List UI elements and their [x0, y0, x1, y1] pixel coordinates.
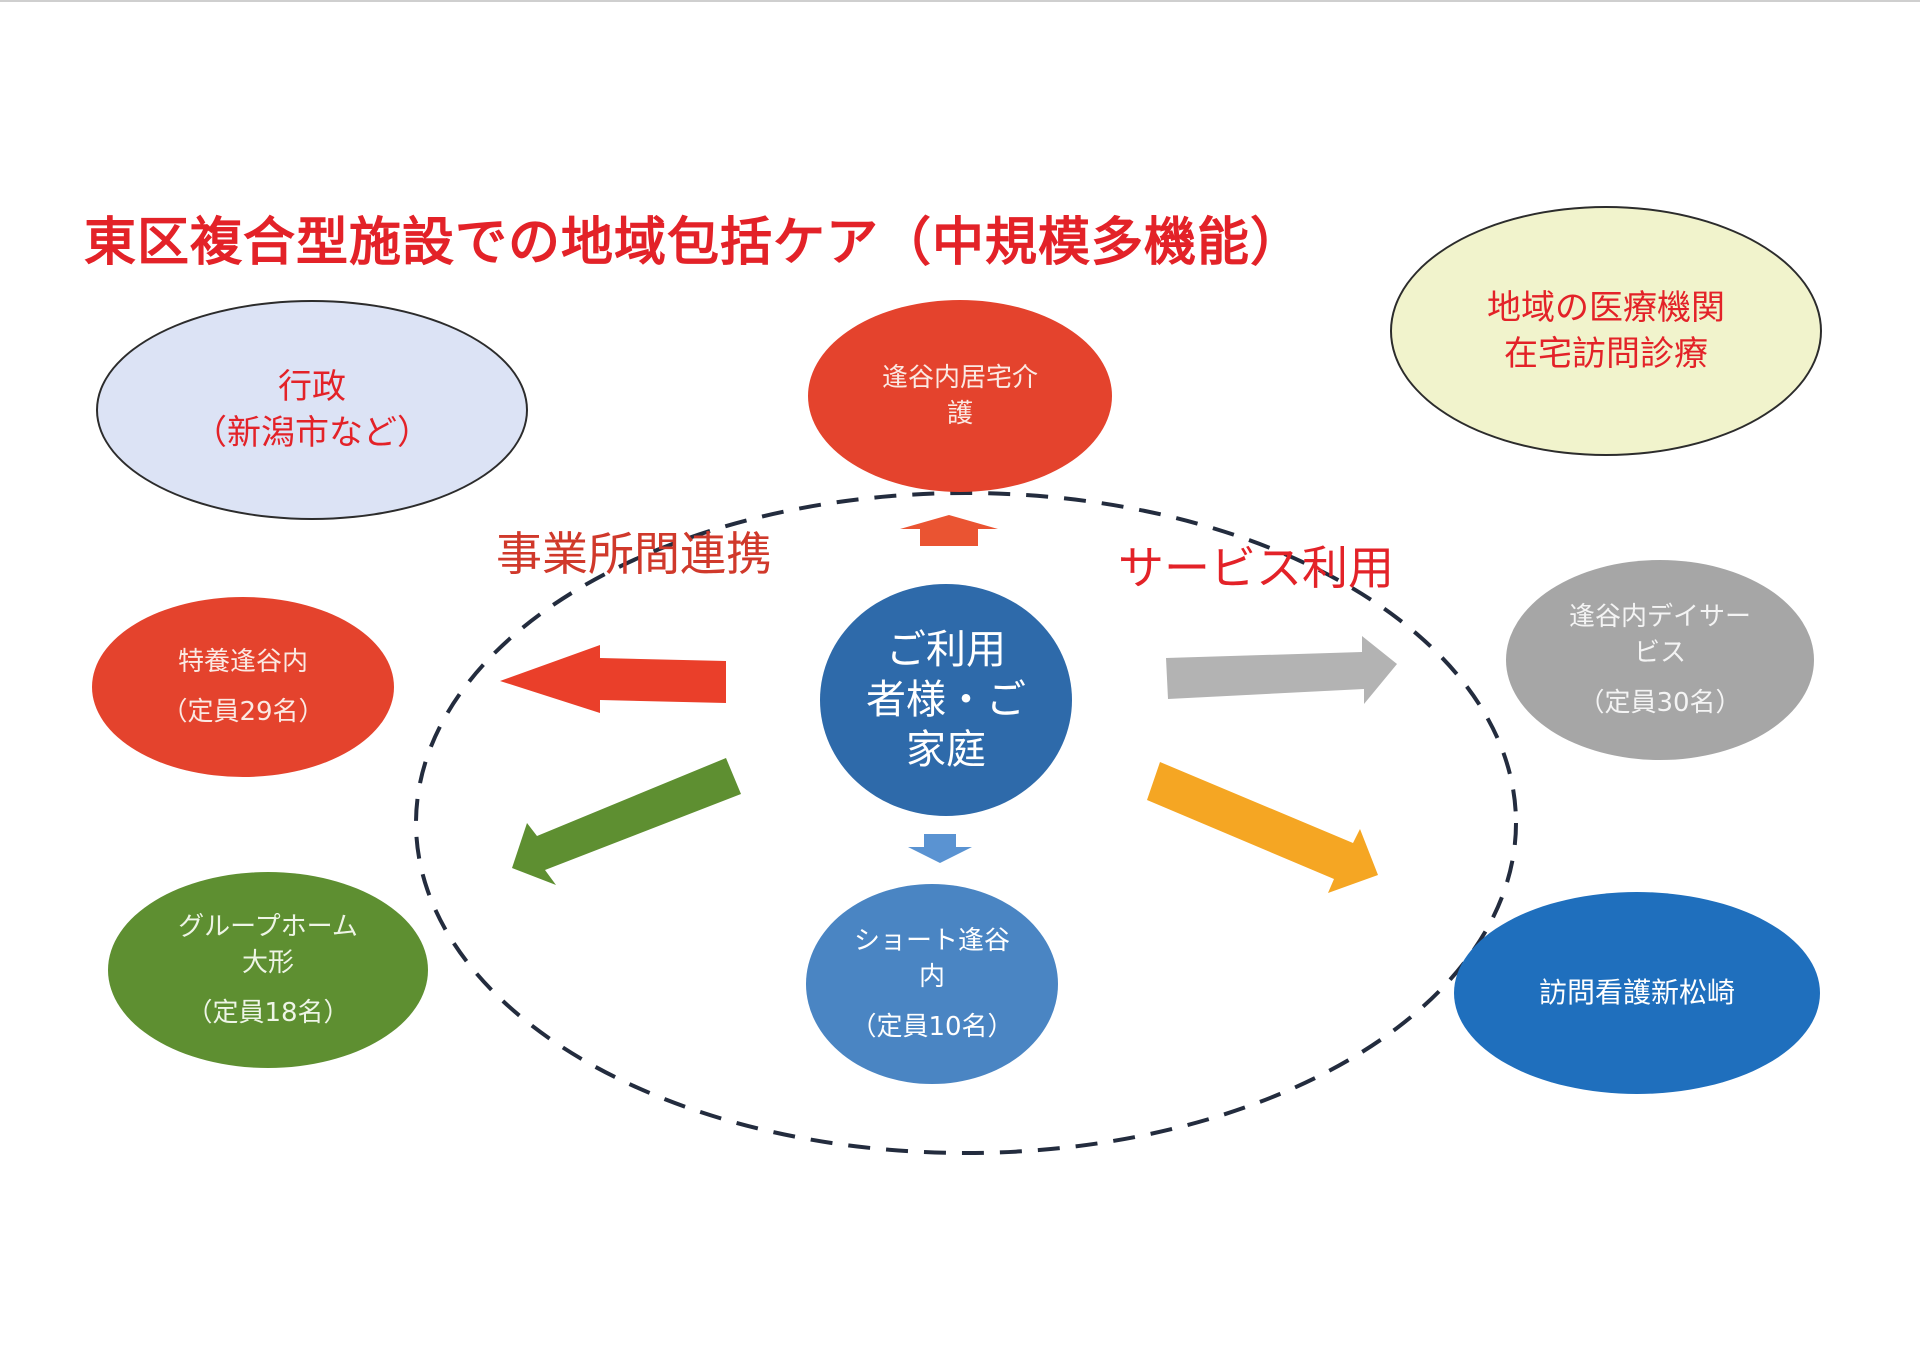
node-user-line-2: 者様・ご: [866, 677, 1026, 723]
node-home-care: 逢谷内居宅介 護: [808, 300, 1112, 492]
node-short-stay-line-2: 内: [918, 962, 945, 992]
node-special-nursing-home: 特養逢谷内 （定員29名）: [92, 597, 394, 777]
arrow-to-kyotaku: [900, 515, 998, 546]
node-day-service-line-2: ビス: [1633, 638, 1686, 668]
node-group-home-capacity: （定員18名）: [186, 998, 350, 1028]
arrow-to-day: [1166, 636, 1397, 704]
node-group-home-line-2: 大形: [241, 948, 294, 978]
node-day-service-capacity: （定員30名）: [1578, 688, 1742, 718]
node-medical-institutions: 地域の医療機関 在宅訪問診療: [1390, 206, 1822, 456]
node-visiting-nurse-line-1: 訪問看護新松崎: [1538, 976, 1735, 1009]
node-group-home-line-1: グループホーム: [178, 912, 358, 942]
node-home-care-line-1: 逢谷内居宅介: [881, 363, 1038, 393]
node-user-family: ご利用 者様・ご 家庭: [820, 584, 1072, 816]
arrow-to-grouphome: [512, 758, 741, 885]
node-special-nursing-line-1: 特養逢谷内: [177, 647, 308, 677]
node-short-stay-capacity: （定員10名）: [850, 1012, 1014, 1042]
node-visiting-nurse: 訪問看護新松崎: [1454, 892, 1820, 1094]
node-group-home: グループホーム 大形 （定員18名）: [108, 872, 428, 1068]
node-user-line-3: 家庭: [906, 727, 986, 773]
arrow-to-short: [908, 834, 972, 863]
label-inter-office-cooperation: 事業所間連携: [496, 527, 772, 581]
label-service-use: サービス利用: [1118, 541, 1394, 595]
node-home-care-line-2: 護: [946, 399, 973, 429]
node-short-stay: ショート逢谷 内 （定員10名）: [806, 884, 1058, 1084]
page-top-border: [0, 0, 1920, 2]
arrow-to-tokuyo: [500, 645, 726, 713]
arrow-to-houkan: [1147, 762, 1378, 893]
node-day-service-line-1: 逢谷内デイサー: [1568, 602, 1751, 632]
node-medical-line-2: 在宅訪問診療: [1504, 334, 1708, 374]
node-medical-line-1: 地域の医療機関: [1487, 288, 1725, 328]
node-user-line-1: ご利用: [886, 627, 1006, 673]
page-title: 東区複合型施設での地域包括ケア（中規模多機能）: [84, 213, 1304, 273]
node-special-nursing-capacity: （定員29名）: [161, 697, 325, 727]
node-gyosei: 行政 （新潟市など）: [96, 300, 528, 520]
service-area-boundary: [414, 491, 1518, 1155]
node-short-stay-line-1: ショート逢谷: [853, 926, 1010, 956]
node-gyosei-line-1: 行政: [278, 367, 346, 407]
node-gyosei-line-2: （新潟市など）: [193, 413, 431, 453]
node-day-service: 逢谷内デイサー ビス （定員30名）: [1506, 560, 1814, 760]
